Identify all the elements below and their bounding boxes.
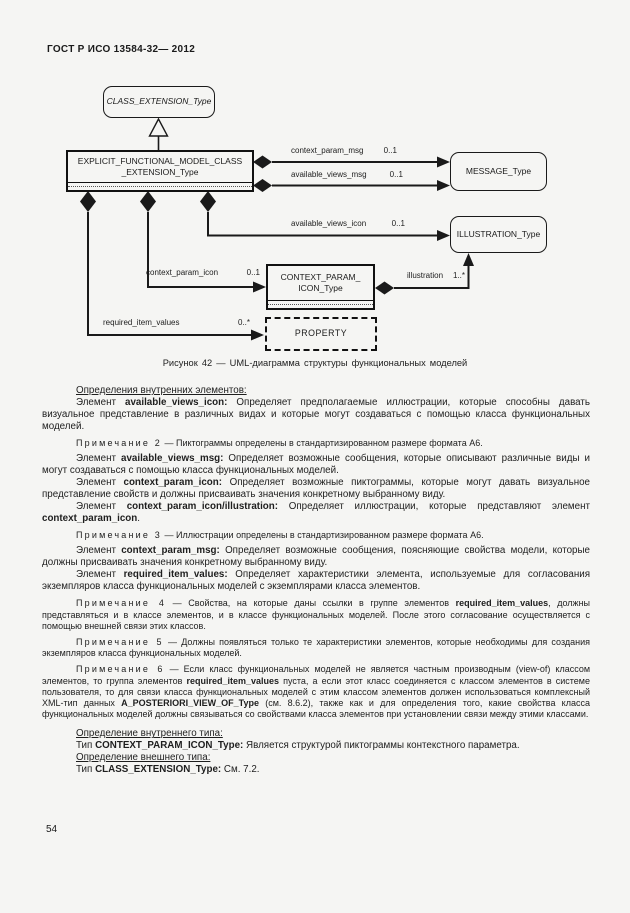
figure-caption: Рисунок 42 — UML-диаграмма структуры фун…	[162, 358, 468, 368]
node-illustration-type: ILLUSTRATION_Type	[450, 216, 547, 253]
node-explicit-label: EXPLICIT_FUNCTIONAL_MODEL_CLASS _EXTENSI…	[78, 152, 242, 182]
edge-required-item-values-multiplicity: 0..*	[237, 317, 250, 327]
paragraph-required-item-values: Элемент required_item_values: Определяет…	[42, 569, 591, 593]
edge-illustration-name: illustration	[407, 271, 444, 280]
node-explicit-functional-model-class-extension-type: EXPLICIT_FUNCTIONAL_MODEL_CLASS _EXTENSI…	[66, 150, 254, 192]
page-number: 54	[46, 824, 58, 835]
node-explicit-attribute-compartment	[68, 182, 252, 190]
edge-label-context-param-msg: context_param_msg 0..1	[291, 146, 397, 155]
node-explicit-label-line1: EXPLICIT_FUNCTIONAL_MODEL_CLASS	[77, 155, 243, 166]
node-property: PROPERTY	[265, 317, 377, 351]
note-2: Примечание 2 — Пиктограммы определены в …	[76, 438, 483, 448]
note-6: Примечание 6 — Если класс функциональных…	[42, 664, 591, 720]
node-context-param-icon-attribute-compartment	[268, 300, 373, 308]
uml-connector-lines	[80, 117, 474, 341]
paragraph-available-views-icon: Элемент available_views_icon: Определяет…	[42, 397, 590, 432]
edge-label-available-views-icon: available_views_icon 0..1	[291, 219, 405, 228]
edge-available-views-msg-multiplicity: 0..1	[389, 169, 403, 179]
heading-external-type-text: Определение внешнего типа:	[76, 752, 211, 764]
uml-diagram: CLASS_EXTENSION_Type EXPLICIT_FUNCTIONAL…	[0, 0, 630, 380]
heading-internal-elements-text: Определения внутренних элементов:	[76, 385, 247, 396]
node-context-param-icon-label: CONTEXT_PARAM_ ICON_Type	[281, 266, 361, 300]
edge-required-item-values-name: required_item_values	[103, 317, 180, 327]
note-4: Примечание 4 — Свойства, на которые даны…	[42, 598, 591, 631]
document-header: ГОСТ Р ИСО 13584-32— 2012	[47, 44, 196, 55]
heading-internal-type: Определение внутреннего типа:	[42, 728, 590, 740]
edge-illustration-multiplicity: 1..*	[452, 271, 465, 280]
edge-label-illustration: illustration 1..*	[407, 271, 465, 280]
edge-available-views-msg-name: available_views_msg	[291, 169, 367, 179]
node-illustration-label: ILLUSTRATION_Type	[456, 228, 541, 239]
node-context-param-icon-line2: ICON_Type	[298, 283, 343, 293]
paragraph-context-param-icon-type: Тип CONTEXT_PARAM_ICON_Type: Является ст…	[76, 740, 520, 752]
edge-context-param-msg-multiplicity: 0..1	[383, 146, 397, 155]
edge-available-views-icon-name: available_views_icon	[291, 219, 367, 228]
heading-internal-elements: Определения внутренних элементов:	[42, 385, 590, 397]
paragraph-context-param-icon: Элемент context_param_icon: Определяет в…	[42, 477, 590, 501]
node-explicit-label-line2: _EXTENSION_Type	[121, 167, 199, 177]
node-message-type: MESSAGE_Type	[450, 152, 547, 191]
edge-label-context-param-icon: context_param_icon 0..1	[146, 268, 260, 277]
edge-label-required-item-values: required_item_values 0..*	[103, 318, 250, 327]
edge-available-views-icon-multiplicity: 0..1	[391, 219, 405, 228]
body-text: Определения внутренних элементов: Элемен…	[42, 385, 590, 776]
note-5: Примечание 5 — Должны появляться только …	[42, 637, 590, 659]
note-3: Примечание 3 — Иллюстрации определены в …	[76, 530, 484, 541]
paragraph-available-views-msg: Элемент available_views_msg: Определяет …	[42, 453, 591, 477]
edge-context-param-icon-multiplicity: 0..1	[246, 268, 260, 277]
node-class-extension-label: CLASS_EXTENSION_Type	[106, 96, 212, 107]
edge-context-param-icon-name: context_param_icon	[146, 268, 219, 277]
paragraph-context-param-msg: Элемент context_param_msg: Определяет во…	[42, 545, 590, 569]
node-property-label: PROPERTY	[294, 328, 348, 339]
node-message-label: MESSAGE_Type	[465, 165, 532, 176]
paragraph-class-extension-type: Тип CLASS_EXTENSION_Type: См. 7.2.	[76, 764, 260, 776]
node-context-param-icon-line1: CONTEXT_PARAM_	[280, 271, 361, 282]
edge-label-available-views-msg: available_views_msg 0..1	[291, 170, 403, 179]
edge-context-param-msg-name: context_param_msg	[291, 146, 364, 155]
paragraph-context-param-icon-illustration: Элемент context_param_icon/illustration:…	[42, 501, 590, 525]
node-context-param-icon-type: CONTEXT_PARAM_ ICON_Type	[266, 264, 375, 310]
heading-external-type: Определение внешнего типа:	[42, 752, 590, 764]
heading-internal-type-text: Определение внутреннего типа:	[76, 728, 223, 740]
node-class-extension-type: CLASS_EXTENSION_Type	[103, 86, 215, 118]
